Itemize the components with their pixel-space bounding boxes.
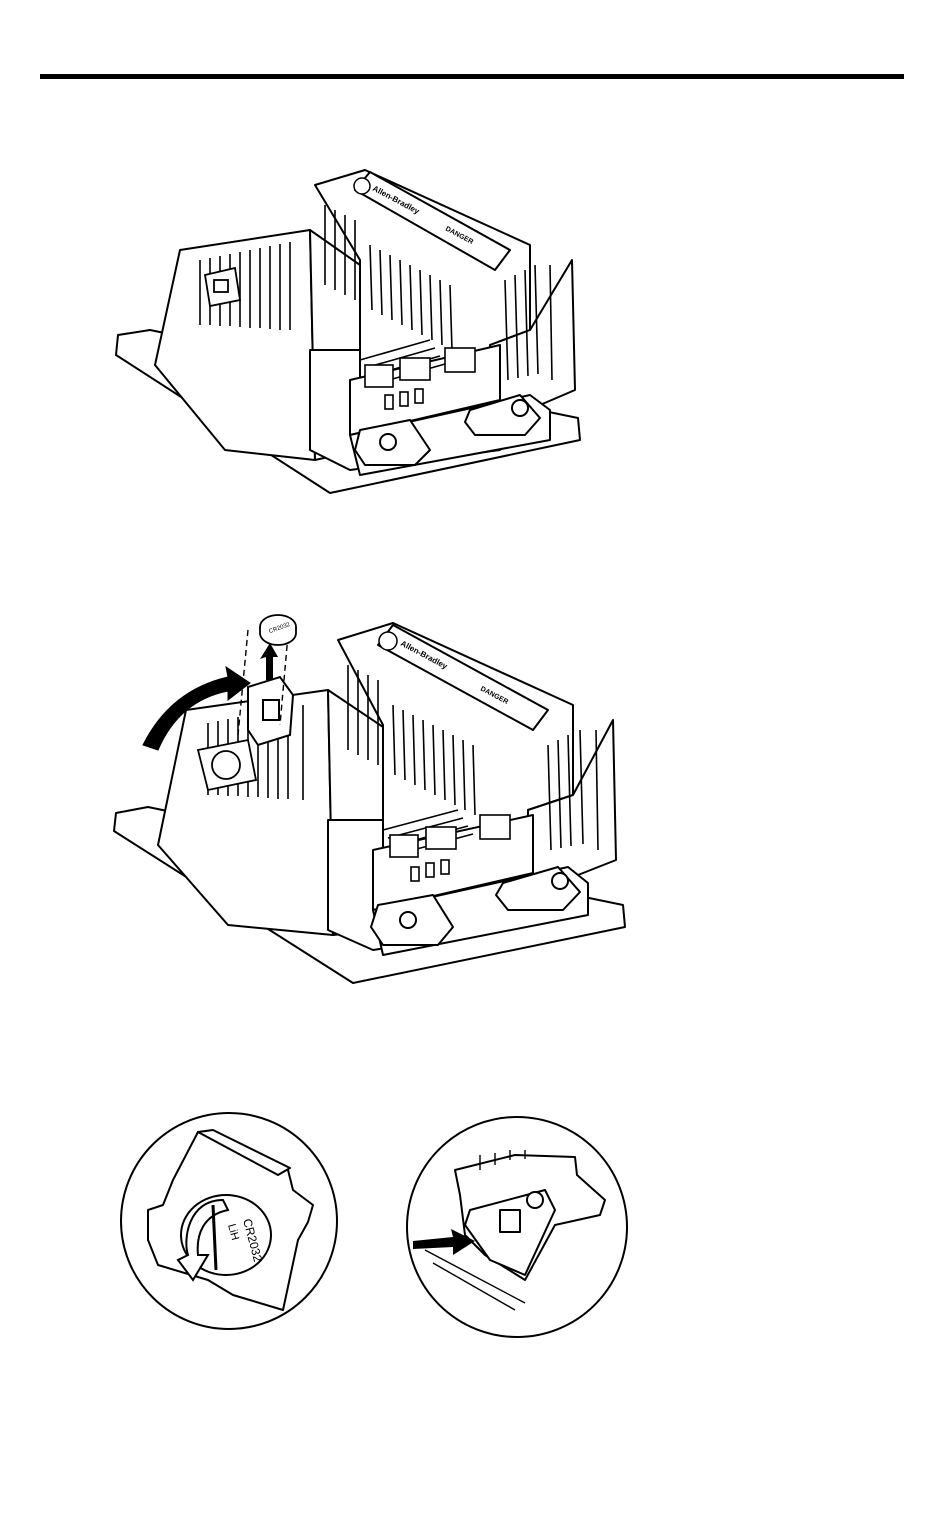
brand-logo-icon xyxy=(354,178,370,194)
brand-logo-icon xyxy=(379,632,397,650)
battery-door-tab xyxy=(263,700,279,720)
serial-port xyxy=(400,358,430,380)
figure-cover-close-detail xyxy=(405,1115,630,1340)
battery-coin-icon: CR2032 xyxy=(260,615,296,645)
header-rule xyxy=(40,74,904,79)
battery-cover-tab xyxy=(214,280,228,292)
usb-port-3 xyxy=(441,860,449,874)
left-housing xyxy=(155,230,315,460)
figure-battery-removal: CR2032 Allen-Bradley DANGER xyxy=(108,605,633,990)
usb-port-2 xyxy=(400,392,408,406)
battery-socket xyxy=(212,751,240,779)
ethernet-port-2 xyxy=(445,348,475,372)
serial-port xyxy=(426,827,456,849)
ethernet-port-1 xyxy=(390,835,418,857)
ethernet-port-1 xyxy=(365,365,393,387)
usb-port-1 xyxy=(385,395,393,409)
battery-door-tab xyxy=(500,1210,520,1232)
ethernet-port-2 xyxy=(480,815,510,839)
left-housing xyxy=(158,690,333,935)
usb-port-1 xyxy=(411,867,419,881)
figure-terminal-rear-closed: Allen-Bradley DANGER xyxy=(110,150,610,505)
figure-battery-insert-detail: LiH CR2032 xyxy=(118,1110,340,1332)
lift-arrow-icon xyxy=(260,643,278,680)
usb-port-2 xyxy=(426,863,434,877)
usb-port-3 xyxy=(415,389,423,403)
